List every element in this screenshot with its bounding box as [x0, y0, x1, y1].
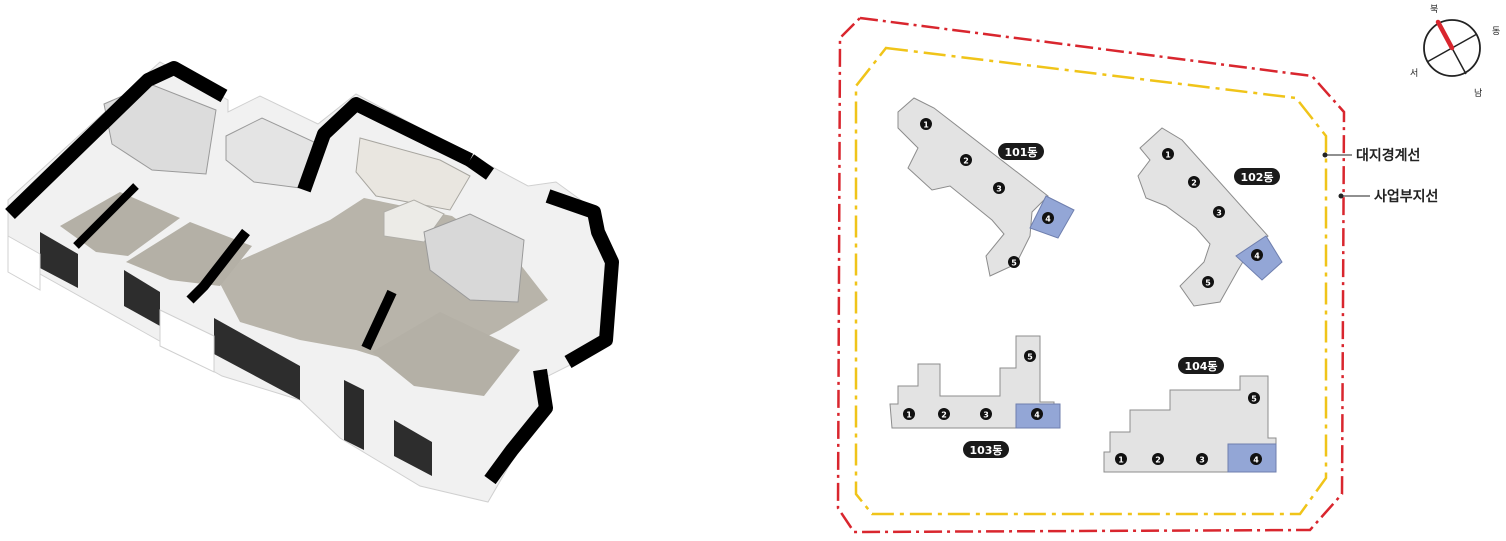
building-103-label: 103동: [969, 444, 1002, 457]
building-103-unit-2: 2: [941, 411, 947, 420]
compass-west: 서: [1410, 68, 1418, 79]
building-101-body: [897, 97, 1049, 277]
building-101-label: 101동: [1004, 146, 1037, 159]
building-101-label-pill: 101동: [998, 143, 1044, 160]
building-101-unit-4: 4: [1045, 215, 1051, 224]
plan-wall-top-left: [5, 61, 228, 220]
building-102-unit-1: 1: [1165, 151, 1171, 160]
plan-wall-top-right: [465, 154, 495, 180]
building-103-unit-3: 3: [983, 411, 989, 420]
plan-window-1: [40, 232, 78, 288]
building-104-unit-3: 3: [1199, 456, 1205, 465]
building-101-unit-2: 2: [963, 157, 969, 166]
plan-bathroom-right: [423, 213, 525, 303]
building-102-unit-4: 4: [1254, 252, 1260, 261]
building-103: 1 2 3 4 5 103동: [889, 335, 1061, 458]
compass-north-needle: [1435, 19, 1455, 51]
building-101: 101동 1 2 3 4 5: [897, 97, 1075, 277]
compass-south: 남: [1474, 88, 1482, 99]
plan-bedroom-floor-right: [372, 312, 520, 396]
plan-bedroom-floor-left: [60, 192, 180, 256]
building-101-unit-3: 3: [996, 185, 1002, 194]
building-104-unit-badges: 1 2 3 4 5: [1115, 392, 1262, 465]
building-102-unit-2: 2: [1191, 179, 1197, 188]
project-area-line: [854, 46, 1328, 516]
building-104-unit-2: 2: [1155, 456, 1161, 465]
plan-kitchen-counter: [355, 137, 471, 211]
site-plan: 대지경계선 사업부지선 북 동 서 남 101동 1 2 3: [836, 4, 1500, 534]
building-101-unit-badges: 1 2 3 4 5: [920, 118, 1054, 268]
building-102-label-pill: 102동: [1234, 168, 1280, 185]
site-boundary-line: [836, 16, 1346, 534]
isometric-floor-plan: [5, 61, 619, 503]
building-102-label: 102동: [1240, 171, 1273, 184]
building-102-body: [1137, 127, 1269, 307]
building-102-unit-5: 5: [1205, 279, 1211, 288]
compass: 북 동 서 남: [1410, 4, 1500, 99]
plan-wall-right: [545, 189, 619, 369]
plan-wall-bottom-right: [484, 368, 553, 485]
building-104-label-pill: 104동: [1178, 357, 1224, 374]
building-104-unit-4: 4: [1253, 456, 1259, 465]
building-101-unit-5: 5: [1011, 259, 1017, 268]
building-102-unit-badges: 1 2 3 4 5: [1162, 148, 1263, 288]
building-102: 102동 1 2 3 4 5: [1137, 127, 1283, 307]
building-104-label: 104동: [1184, 360, 1217, 373]
building-103-label-pill: 103동: [963, 441, 1009, 458]
building-101-unit-1: 1: [923, 121, 929, 130]
building-103-unit-badges: 1 2 3 4 5: [903, 350, 1043, 420]
plan-window-4: [394, 420, 432, 476]
building-104-unit-5: 5: [1251, 395, 1257, 404]
plan-window-2: [124, 270, 160, 326]
building-104: 104동 1 2 3 4 5: [1103, 357, 1277, 473]
plan-wall-top-mid: [297, 97, 474, 193]
plan-window-3: [214, 318, 300, 400]
plan-wall-interior-1: [186, 228, 250, 304]
legend-project-area: 사업부지선: [1374, 189, 1438, 205]
plan-door: [344, 380, 364, 450]
building-103-unit-5: 5: [1027, 353, 1033, 362]
plan-wall-interior-2: [361, 289, 397, 351]
legend-site-boundary: 대지경계선: [1356, 147, 1420, 164]
building-102-unit-3: 3: [1216, 209, 1222, 218]
plan-front-face-2: [159, 309, 215, 373]
building-104-unit-1: 1: [1118, 456, 1124, 465]
building-103-unit-4: 4: [1034, 411, 1040, 420]
compass-north: 북: [1430, 4, 1438, 15]
plan-wall-interior-3: [73, 183, 139, 249]
plan-front-face: [7, 235, 41, 291]
compass-east: 동: [1492, 26, 1500, 37]
building-103-unit-1: 1: [906, 411, 912, 420]
